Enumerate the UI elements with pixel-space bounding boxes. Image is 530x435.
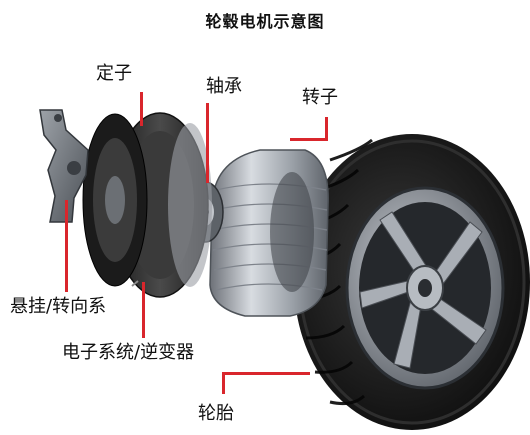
leader-tire-h	[222, 372, 310, 375]
leader-rotor	[325, 117, 328, 141]
leader-bearing	[206, 103, 209, 183]
label-rotor: 转子	[302, 87, 338, 108]
leader-tire	[222, 372, 225, 394]
leader-stator	[140, 92, 143, 126]
tire-graphic	[294, 134, 530, 430]
rotor-graphic	[209, 149, 329, 317]
label-stator: 定子	[96, 63, 132, 84]
leader-electronics	[142, 282, 145, 338]
leader-suspension	[65, 200, 68, 292]
diagram-title: 轮毂电机示意图	[205, 12, 325, 31]
leader-rotor-h	[290, 138, 328, 141]
label-electronics: 电子系统/逆变器	[62, 342, 195, 363]
label-bearing: 轴承	[206, 76, 242, 97]
label-suspension: 悬挂/转向系	[10, 296, 107, 317]
inverter-disc-graphic	[82, 113, 148, 287]
suspension-knuckle-graphic	[39, 109, 89, 223]
label-tire: 轮胎	[198, 403, 234, 424]
